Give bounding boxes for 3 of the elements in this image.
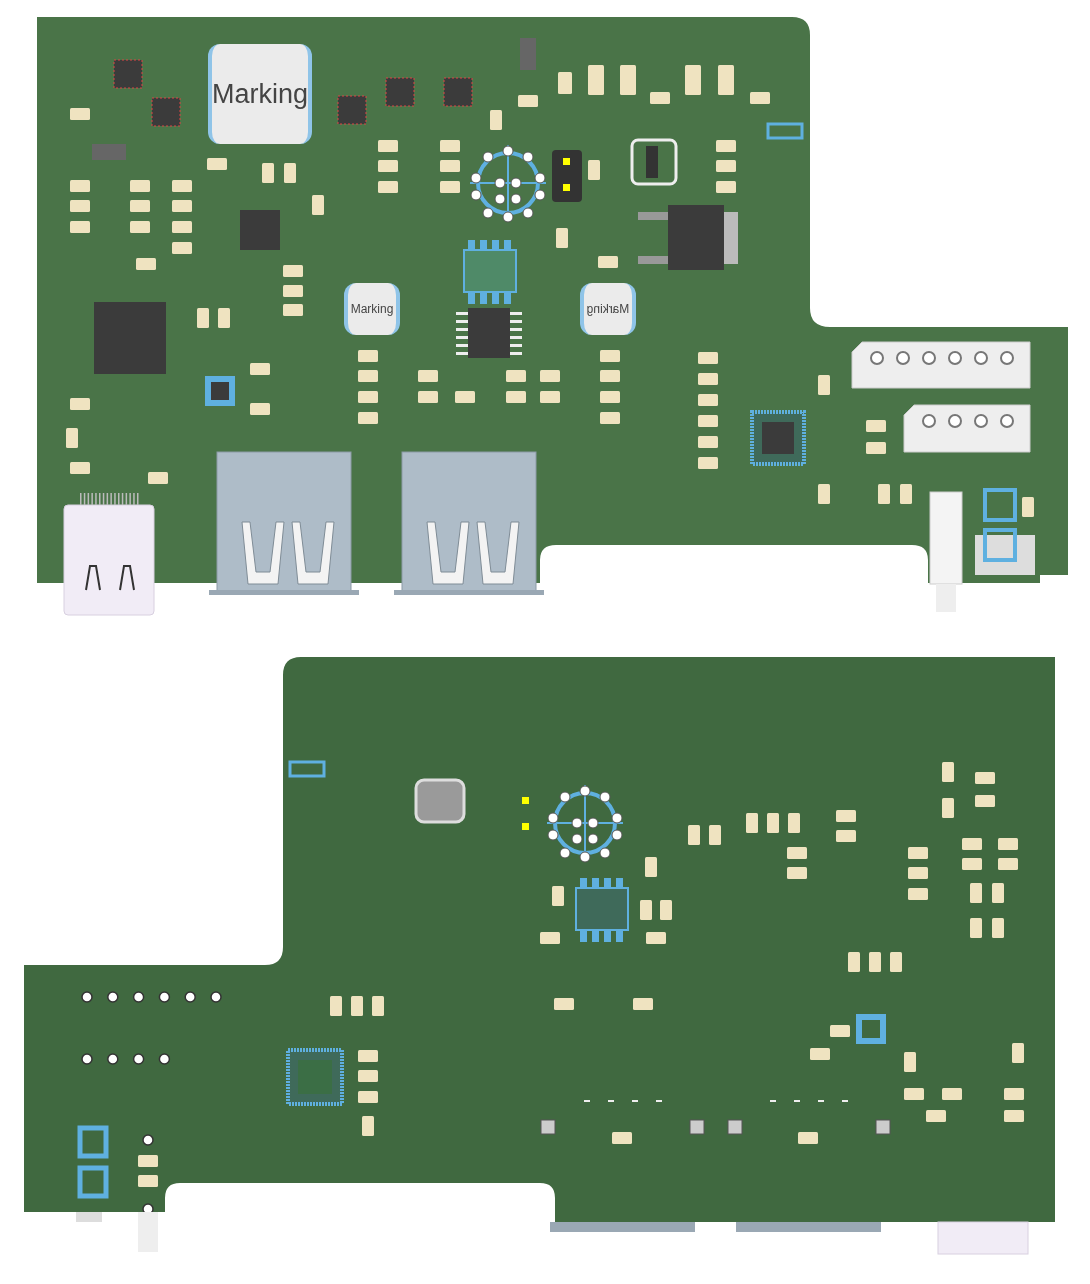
inductor: Marking (344, 283, 400, 335)
inductor: Marking (208, 44, 312, 144)
inductor: Marking (580, 283, 636, 335)
